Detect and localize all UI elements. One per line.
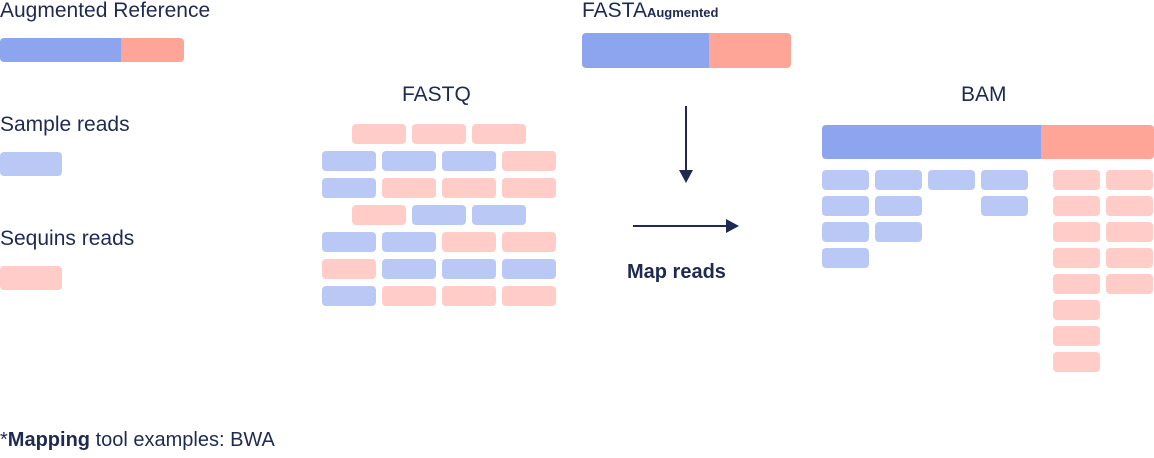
bam-read-sequin <box>1106 170 1153 190</box>
fastq-read-sequin <box>502 232 556 252</box>
fastq-read-sample <box>322 286 376 306</box>
bam-sequin-segment <box>1041 125 1154 159</box>
fastq-read-sequin <box>502 178 556 198</box>
bam-read-sample <box>928 170 975 190</box>
fastq-read-sequin <box>442 286 496 306</box>
bam-read-sample <box>981 196 1028 216</box>
bam-read-sequin <box>1106 274 1153 294</box>
fasta-title-main: FASTA <box>582 0 647 22</box>
augmented-reference-label: Augmented Reference <box>0 0 211 22</box>
fastq-read-sample <box>472 205 526 225</box>
mapping-arrows <box>633 106 739 233</box>
bam-sample-segment <box>822 125 1042 159</box>
fastq-read-sequin <box>382 286 436 306</box>
fasta-reference-bar <box>582 33 791 68</box>
bam-read-sample <box>875 222 922 242</box>
bam-read-sample <box>981 170 1028 190</box>
fastq-read-sample <box>322 178 376 198</box>
down-arrow-icon <box>679 106 693 183</box>
footnote-text: tool examples: BWA <box>90 429 275 451</box>
augmented-reference-sequin-segment <box>121 38 184 62</box>
footnote-bold: Mapping <box>7 429 91 451</box>
fastq-read-sequin <box>442 178 496 198</box>
fastq-read-sequin <box>382 178 436 198</box>
bam-title: BAM <box>961 83 1007 106</box>
footnote: *Mapping tool examples: BWA <box>0 429 275 452</box>
footnote-asterisk: * <box>0 429 8 451</box>
bam-read-sequin <box>1106 196 1153 216</box>
sequin-read-swatch <box>0 266 62 290</box>
bam-read-sample <box>822 170 869 190</box>
fastq-read-sample <box>382 232 436 252</box>
bam-read-sample <box>822 248 869 268</box>
fastq-read-sequin <box>442 232 496 252</box>
fasta-sample-segment <box>582 33 710 68</box>
fasta-title: FASTAAugmented <box>582 0 718 23</box>
bam-read-sequin <box>1053 170 1100 190</box>
fasta-sequin-segment <box>709 33 791 68</box>
bam-read-sequin <box>1053 352 1100 372</box>
fastq-read-sequin <box>412 124 466 144</box>
fastq-read-sequin <box>352 124 406 144</box>
fastq-read-sample <box>442 259 496 279</box>
bam-read-sample <box>822 196 869 216</box>
fastq-read-sample <box>382 151 436 171</box>
bam-read-sequin <box>1106 248 1153 268</box>
right-arrow-icon <box>633 219 739 233</box>
bam-read-sequin <box>1053 300 1100 320</box>
fastq-read-sample <box>322 232 376 252</box>
sequins-reads-label: Sequins reads <box>0 227 135 250</box>
bam-read-sequin <box>1053 274 1100 294</box>
bam-read-sequin <box>1053 222 1100 242</box>
sample-read-swatch <box>0 152 62 176</box>
fastq-read-sample <box>442 151 496 171</box>
bam-read-sequin <box>1053 326 1100 346</box>
fastq-read-sequin <box>502 286 556 306</box>
bam-read-sample <box>875 196 922 216</box>
augmented-reference-sample-segment <box>0 38 122 62</box>
map-reads-label: Map reads <box>627 261 726 283</box>
fastq-read-sample <box>322 151 376 171</box>
fastq-read-sample <box>412 205 466 225</box>
fastq-read-sample <box>382 259 436 279</box>
fastq-title: FASTQ <box>402 83 471 106</box>
fastq-read-sequin <box>502 151 556 171</box>
bam-reference-bar <box>822 125 1154 159</box>
fastq-read-sequin <box>322 259 376 279</box>
bam-read-sequin <box>1106 222 1153 242</box>
bam-read-sequin <box>1053 196 1100 216</box>
augmented-reference-bar <box>0 38 184 62</box>
bam-read-sample <box>822 222 869 242</box>
sample-reads-label: Sample reads <box>0 113 130 136</box>
fastq-read-sequin <box>472 124 526 144</box>
fasta-title-subscript: Augmented <box>646 5 719 20</box>
bam-read-sequin <box>1053 248 1100 268</box>
fastq-read-sequin <box>352 205 406 225</box>
bam-read-sample <box>875 170 922 190</box>
fastq-read-sample <box>502 259 556 279</box>
